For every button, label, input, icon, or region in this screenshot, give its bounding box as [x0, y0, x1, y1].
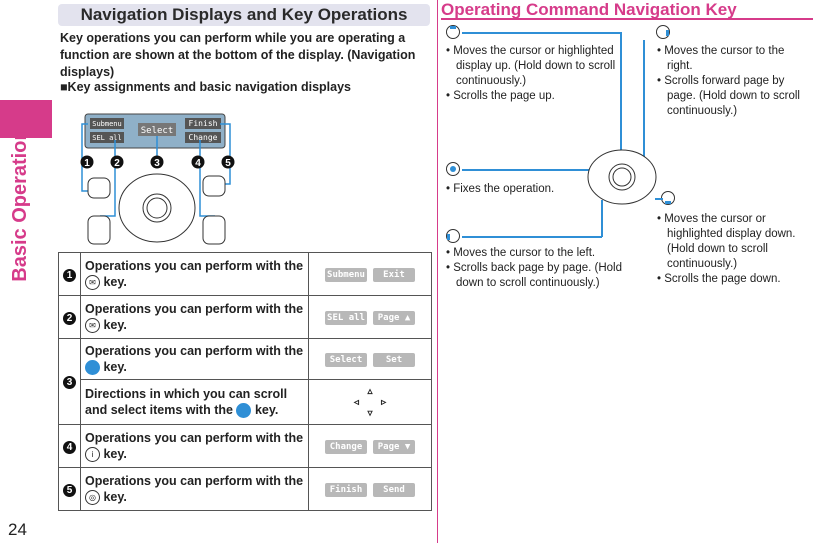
- mail-key-icon: ✉: [85, 318, 100, 334]
- screen-key-sel-all: SEL all: [92, 134, 122, 142]
- connector-line: [601, 200, 603, 237]
- nav-up-description: • Moves the cursor or highlighted displa…: [446, 44, 626, 104]
- row-text: Operations you can perform with the: [85, 343, 304, 358]
- softkey: Send: [373, 483, 415, 497]
- table-row: 5 Operations you can perform with the ◎ k…: [58, 467, 432, 511]
- bullet-text: • Fixes the operation.: [446, 183, 555, 195]
- bullet-text: • Moves the cursor to the right.: [657, 45, 785, 72]
- bullet-text: • Scrolls the page down.: [657, 273, 781, 285]
- nav-down-icon: [661, 191, 675, 205]
- row-text-key: key.: [254, 402, 279, 417]
- connector-line: [620, 32, 622, 162]
- connector-line: [655, 198, 663, 200]
- right-section-heading: Operating Command Navigation Key: [441, 0, 813, 20]
- row-number: 4: [63, 440, 76, 454]
- table-row: 4 Operations you can perform with the i k…: [58, 424, 432, 468]
- table-row: 1 Operations you can perform with the ✉ k…: [58, 252, 432, 296]
- bullet-text: • Scrolls the page up.: [446, 90, 555, 102]
- connector-line: [462, 236, 602, 238]
- screen-key-change: Change: [189, 133, 218, 142]
- connector-line: [643, 40, 645, 180]
- row-number: 1: [63, 268, 76, 282]
- section-side-label-text: Basic Operation: [8, 128, 31, 282]
- navigation-key-graphic: [587, 149, 657, 205]
- section-tab-marker: [0, 100, 52, 138]
- nav-center-icon: [446, 162, 460, 176]
- table-row: 2 Operations you can perform with the ✉ k…: [58, 295, 432, 339]
- arrow-left-icon: ◃: [353, 396, 359, 408]
- key-assignments-subheading: ■Key assignments and basic navigation di…: [60, 80, 351, 94]
- nav-key-icon: [236, 403, 252, 419]
- label-1: 1: [84, 158, 90, 169]
- bullet-text: • Moves the cursor or highlighted displa…: [446, 45, 616, 87]
- center-key-icon: [85, 360, 100, 376]
- connector-line: [462, 169, 612, 171]
- table-row: 3 Operations you can perform with the ke…: [58, 338, 432, 425]
- nav-right-icon: [656, 25, 670, 39]
- softkey: Select: [325, 353, 367, 367]
- row-text-key: key.: [103, 446, 127, 461]
- page-number: 24: [8, 520, 27, 539]
- connector-line: [462, 32, 620, 34]
- row-text: Directions in which you can scroll and s…: [85, 386, 288, 417]
- key-operations-table: 1 Operations you can perform with the ✉ k…: [58, 252, 432, 511]
- label-2: 2: [114, 158, 120, 169]
- label-5: 5: [225, 158, 231, 169]
- nav-center-description: • Fixes the operation.: [446, 182, 596, 197]
- bullet-text: • Moves the cursor or highlighted displa…: [657, 213, 796, 270]
- row-text: Operations you can perform with the: [85, 301, 304, 316]
- softkey: SEL all: [325, 311, 367, 325]
- row-number: 2: [63, 311, 76, 325]
- softkey: Finish: [325, 483, 367, 497]
- left-section-heading: Navigation Displays and Key Operations: [58, 4, 430, 26]
- label-4: 4: [195, 158, 201, 169]
- row-text: Operations you can perform with the: [85, 258, 304, 273]
- softkey: Page ▲: [373, 311, 415, 325]
- camera-key-icon: ◎: [85, 490, 100, 506]
- arrow-up-icon: ▵: [367, 385, 373, 397]
- row-text-key: key.: [103, 489, 127, 504]
- row-text-key: key.: [103, 359, 127, 374]
- row-text-key: key.: [103, 274, 127, 289]
- menu-key-icon: ✉: [85, 275, 100, 291]
- screen-key-finish: Finish: [189, 119, 218, 128]
- row-text-key: key.: [103, 317, 127, 332]
- bullet-text: • Scrolls back page by page. (Hold down …: [446, 262, 622, 289]
- bullet-text: • Scrolls forward page by page. (Hold do…: [657, 75, 800, 117]
- section-side-label: Basic Operation: [5, 125, 35, 285]
- column-divider: [437, 0, 438, 543]
- softkey: Submenu: [325, 268, 367, 282]
- i-appli-key-icon: i: [85, 447, 100, 463]
- nav-right-description: • Moves the cursor to the right. • Scrol…: [657, 44, 813, 119]
- arrow-right-icon: ▹: [381, 396, 387, 408]
- softkey: Exit: [373, 268, 415, 282]
- intro-paragraph: Key operations you can perform while you…: [60, 31, 416, 79]
- row-number: 3: [63, 376, 76, 389]
- softkey: Change: [325, 440, 367, 454]
- nav-down-description: • Moves the cursor or highlighted displa…: [657, 212, 813, 287]
- row-number: 5: [63, 483, 76, 497]
- arrow-down-icon: ▿: [367, 407, 373, 419]
- label-3: 3: [154, 158, 160, 169]
- row-text: Operations you can perform with the: [85, 430, 304, 445]
- nav-up-icon: [446, 25, 460, 39]
- bullet-text: • Moves the cursor to the left.: [446, 247, 596, 259]
- key-layout-diagram: Submenu SEL all Select Finish Change 1 2…: [80, 113, 235, 245]
- table-row: Directions in which you can scroll and s…: [59, 379, 432, 425]
- softkey: Set: [373, 353, 415, 367]
- softkey: Page ▼: [373, 440, 415, 454]
- row-text: Operations you can perform with the: [85, 473, 304, 488]
- screen-key-submenu: Submenu: [92, 120, 122, 128]
- nav-left-icon: [446, 229, 460, 243]
- nav-left-description: • Moves the cursor to the left. • Scroll…: [446, 246, 646, 291]
- screen-key-select: Select: [141, 126, 174, 136]
